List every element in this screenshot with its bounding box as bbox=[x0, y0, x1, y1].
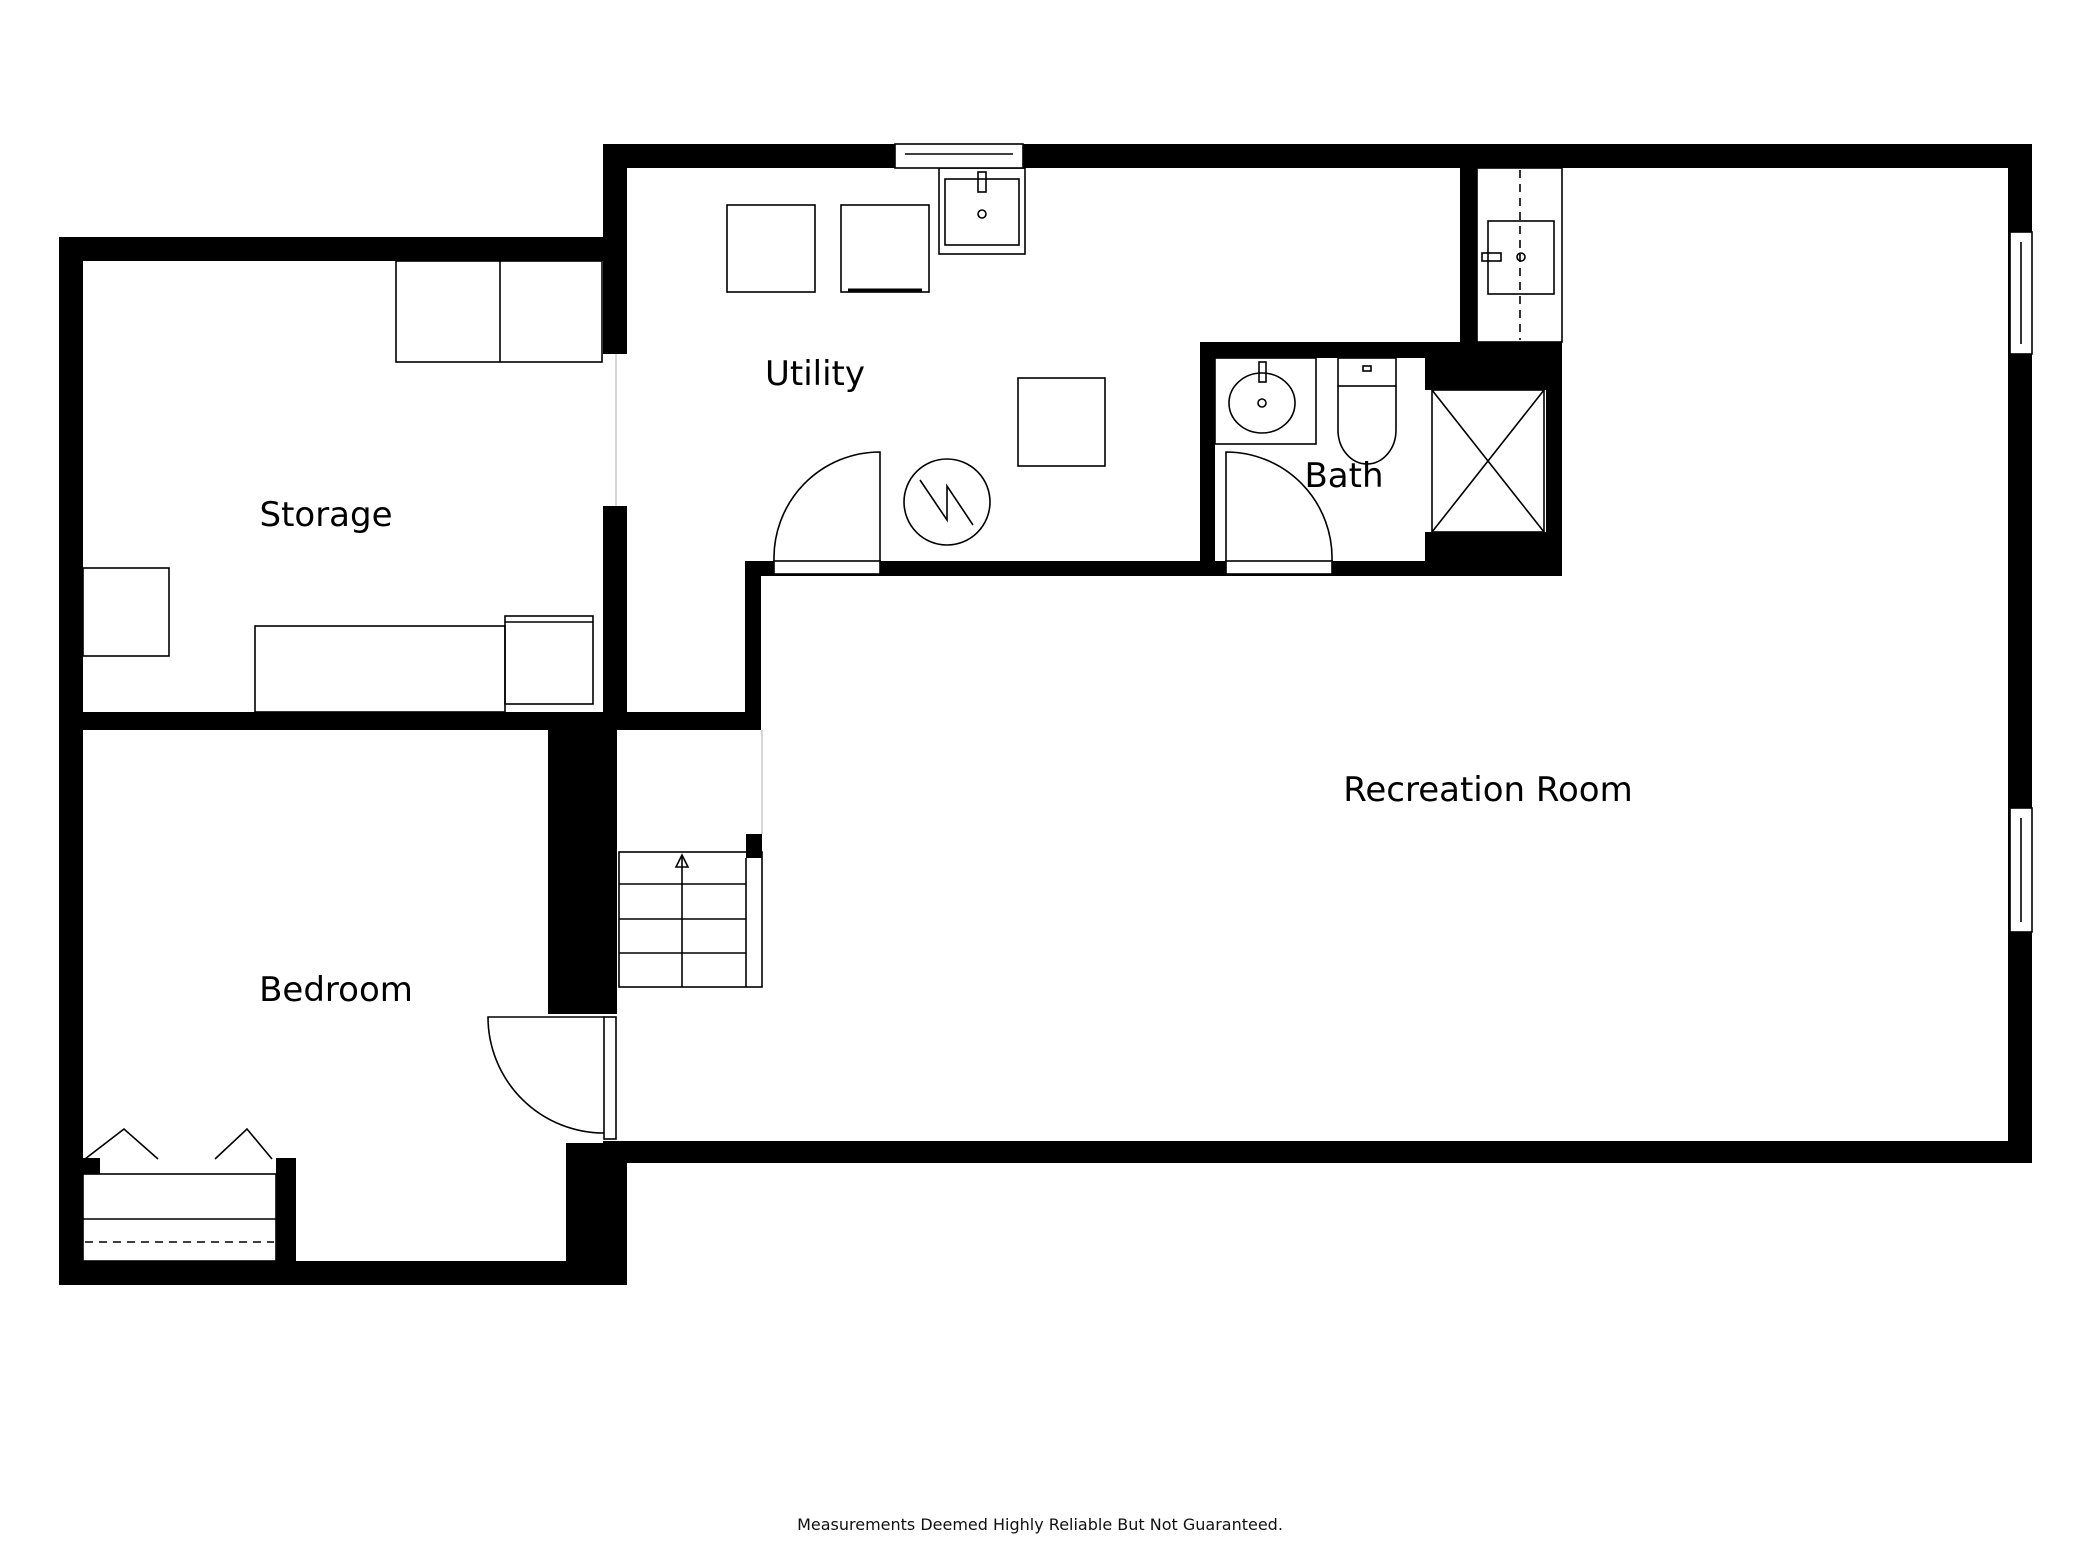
room-label-recreation: Recreation Room bbox=[1343, 770, 1633, 810]
disclaimer: Measurements Deemed Highly Reliable But … bbox=[797, 1515, 1283, 1534]
fixtures bbox=[82, 143, 2033, 1262]
room-label-bedroom: Bedroom bbox=[259, 970, 413, 1010]
room-label-storage: Storage bbox=[259, 495, 393, 535]
room-label-utility: Utility bbox=[764, 354, 866, 394]
room-label-bath: Bath bbox=[1304, 456, 1384, 496]
walls bbox=[59, 144, 2032, 1285]
